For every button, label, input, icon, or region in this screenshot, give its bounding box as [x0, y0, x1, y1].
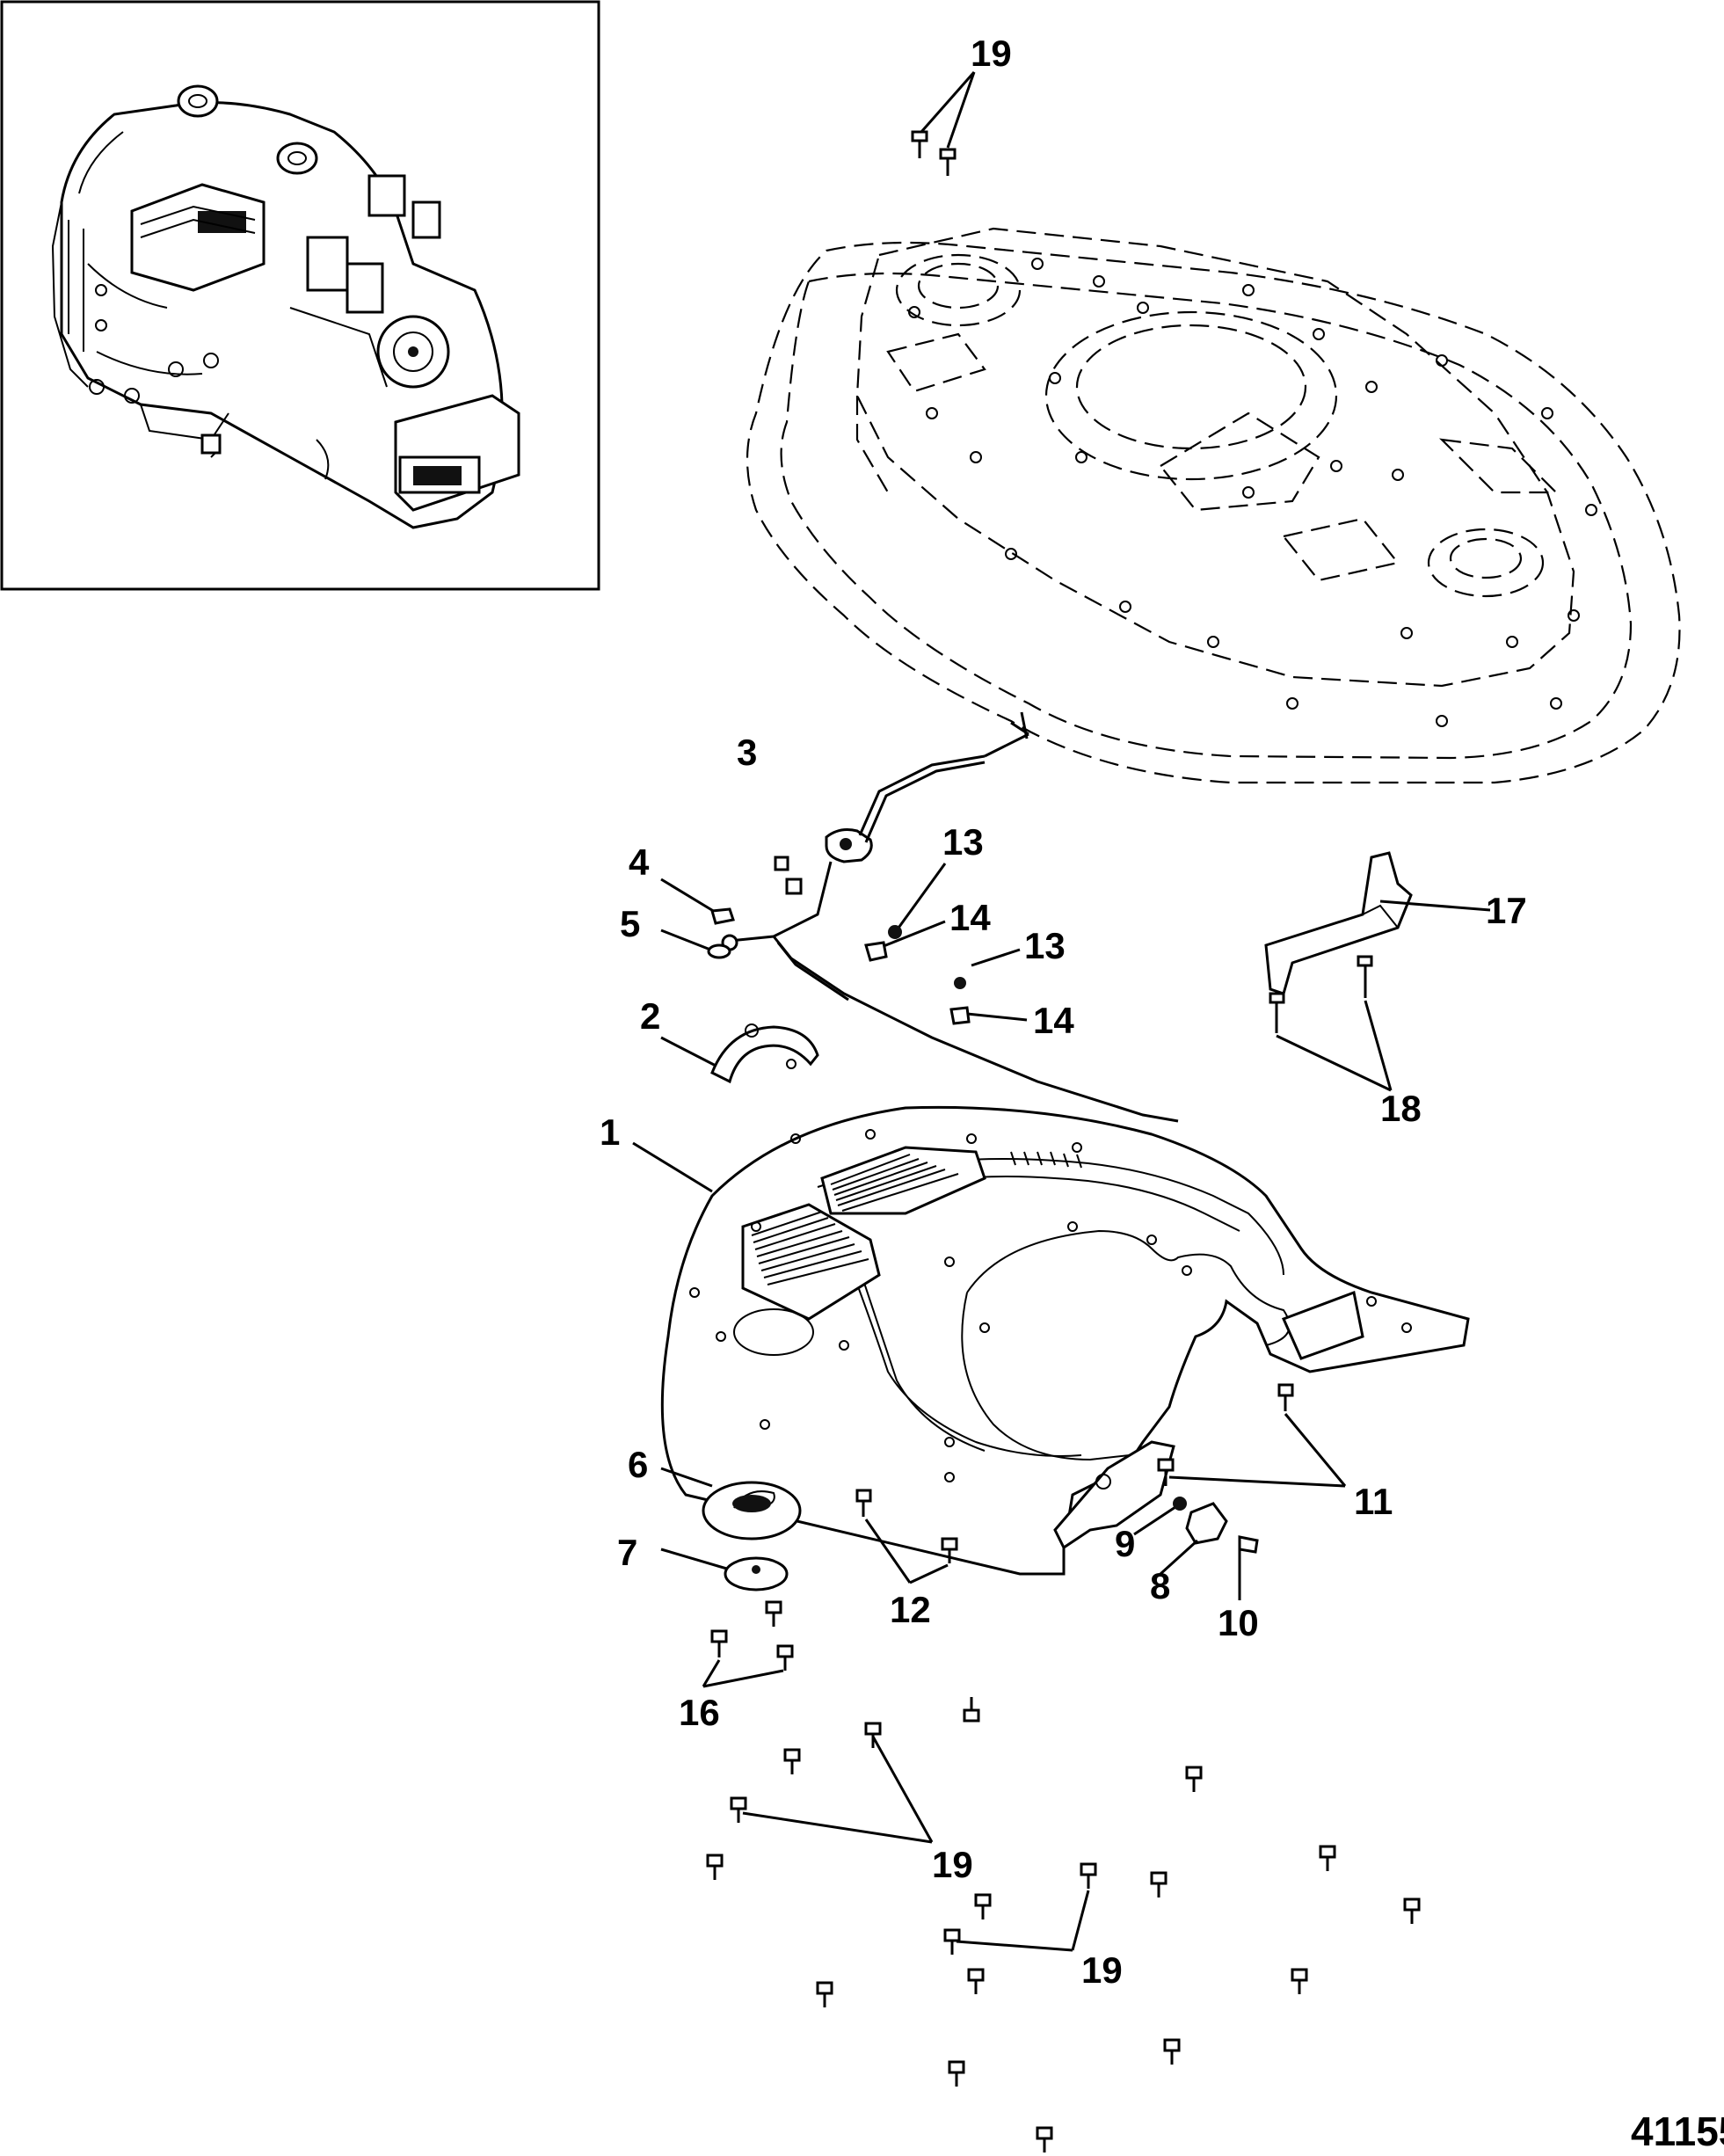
callout-9: 9 — [1115, 1523, 1135, 1564]
flywheel-cover-icon — [632, 1105, 1470, 1576]
callout-15: 17 — [1486, 890, 1527, 931]
transmission-assembly-icon — [51, 84, 520, 529]
callout-12: 12 — [890, 1589, 931, 1630]
callout-11: 11 — [1354, 1481, 1393, 1522]
callout-13: 13 — [942, 821, 984, 863]
callout-17: 19 — [971, 33, 1012, 74]
flywheel-housing-icon — [746, 227, 1681, 784]
callout-8: 8 — [1150, 1565, 1170, 1606]
callout-10: 10 — [1218, 1602, 1259, 1643]
screw-19-group — [706, 1697, 1421, 2152]
callout-3: 3 — [737, 732, 757, 773]
callout-18: 16 — [679, 1692, 720, 1733]
figure-number: 41155 — [1631, 2109, 1724, 2154]
callout-14: 14 — [949, 897, 991, 938]
callout-16: 18 — [1380, 1088, 1422, 1129]
callout-4: 4 — [629, 841, 650, 883]
inset-transmission-view — [0, 0, 600, 591]
callout-7: 7 — [617, 1532, 637, 1573]
callout-5: 5 — [620, 903, 640, 944]
callout-1: 1 — [600, 1111, 620, 1153]
callout-2: 2 — [640, 995, 660, 1037]
screw-11-group — [1157, 1383, 1347, 1488]
callout-14-lower: 14 — [1033, 1000, 1074, 1041]
callout-19-lower: 19 — [1081, 1949, 1123, 1991]
callout-6: 6 — [628, 1444, 648, 1485]
bracket-15-16 — [1264, 851, 1491, 1092]
nut-clip-13-14 — [864, 863, 1028, 1025]
callout-13-lower: 13 — [1024, 925, 1066, 966]
callout-19-upper: 19 — [932, 1844, 973, 1885]
callout-labels: 19 3 13 4 14 17 5 13 14 2 18 1 11 6 9 7 … — [600, 33, 1724, 2154]
nut-washer-4-5 — [660, 878, 735, 959]
screw-icon — [706, 1697, 1421, 2152]
cover-plate-6-7 — [660, 1467, 802, 1627]
sensor-harness-icon — [721, 711, 1179, 1123]
screw-17-group — [911, 71, 976, 176]
screw-12-group — [855, 1489, 958, 1584]
clip-2 — [660, 1023, 819, 1084]
screw-18-group — [702, 1629, 794, 1688]
fitting-8-9-10 — [1133, 1497, 1259, 1600]
